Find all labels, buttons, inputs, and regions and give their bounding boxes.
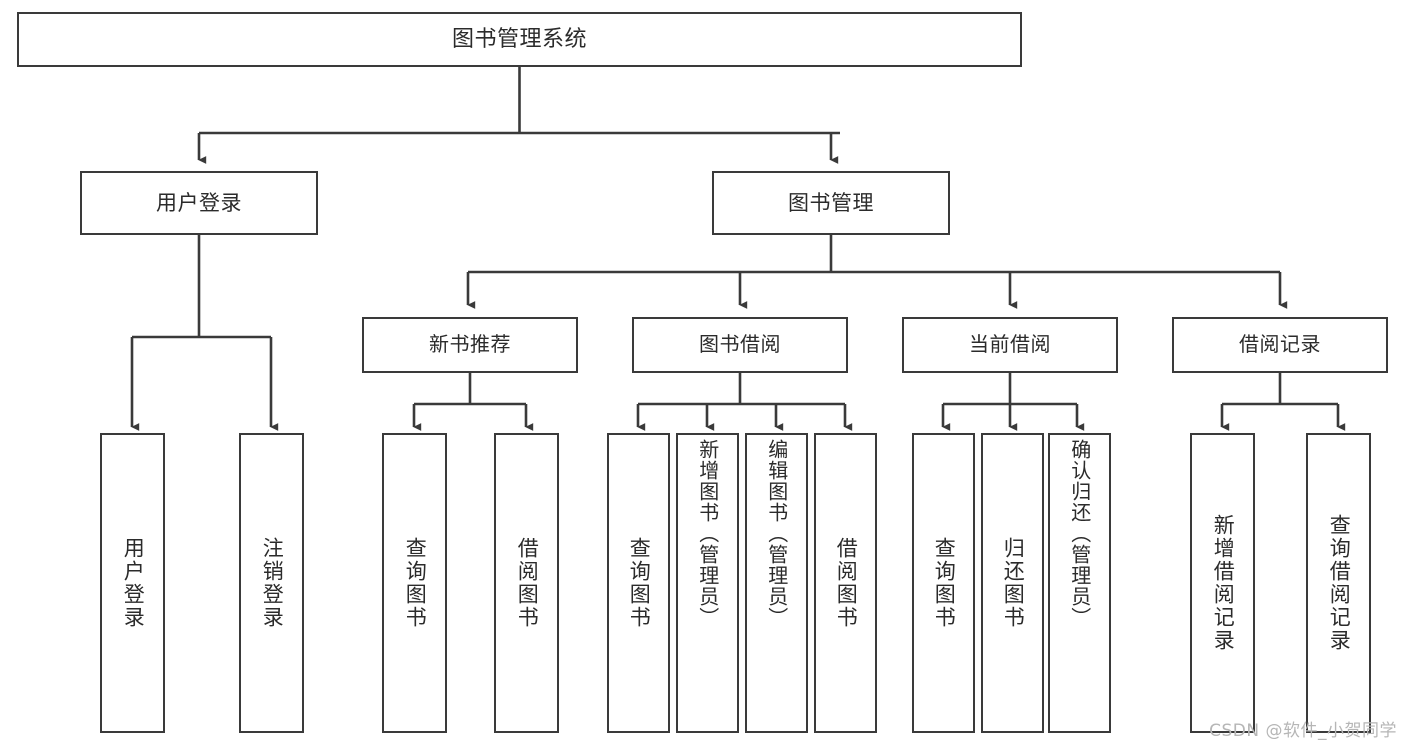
node-label: 查询图书	[932, 537, 957, 629]
csdn-watermark: CSDN @软件_小贺同学	[1209, 721, 1397, 741]
node-book-management[interactable]: 图书管理	[712, 171, 950, 235]
node-label: 借阅图书	[834, 537, 859, 629]
node-label: 查询图书	[627, 537, 652, 629]
leaf-query-book-borrow[interactable]: 查询图书	[607, 433, 670, 733]
leaf-confirm-return-admin[interactable]: 确认归还（管理员）	[1048, 433, 1111, 733]
leaf-add-book-admin[interactable]: 新增图书（管理员）	[676, 433, 739, 733]
node-book-borrow[interactable]: 图书借阅	[632, 317, 848, 373]
node-current-borrow[interactable]: 当前借阅	[902, 317, 1118, 373]
node-label: 注销登录	[260, 537, 285, 629]
node-label: 借阅图书	[515, 537, 540, 629]
leaf-logout[interactable]: 注销登录	[239, 433, 304, 733]
node-new-book-recommend[interactable]: 新书推荐	[362, 317, 578, 373]
node-label: 当前借阅	[969, 332, 1051, 357]
node-borrow-records[interactable]: 借阅记录	[1172, 317, 1388, 373]
node-label: 新增图书（管理员）	[695, 439, 720, 628]
leaf-borrow-book-recommend[interactable]: 借阅图书	[494, 433, 559, 733]
leaf-query-book-recommend[interactable]: 查询图书	[382, 433, 447, 733]
node-label: 新增借阅记录	[1211, 514, 1236, 652]
leaf-add-borrow-record[interactable]: 新增借阅记录	[1190, 433, 1255, 733]
leaf-query-book-current[interactable]: 查询图书	[912, 433, 975, 733]
node-label: 用户登录	[156, 190, 242, 215]
leaf-query-borrow-record[interactable]: 查询借阅记录	[1306, 433, 1371, 733]
node-root-system[interactable]: 图书管理系统	[17, 12, 1022, 67]
node-label: 图书管理	[788, 190, 874, 215]
node-label: 查询借阅记录	[1327, 514, 1352, 652]
node-label: 借阅记录	[1239, 332, 1321, 357]
leaf-edit-book-admin[interactable]: 编辑图书（管理员）	[745, 433, 808, 733]
leaf-user-login[interactable]: 用户登录	[100, 433, 165, 733]
node-label: 图书借阅	[699, 332, 781, 357]
node-label: 用户登录	[121, 537, 146, 629]
leaf-borrow-book[interactable]: 借阅图书	[814, 433, 877, 733]
node-label: 编辑图书（管理员）	[764, 439, 789, 628]
node-label: 图书管理系统	[451, 26, 587, 52]
node-user-login[interactable]: 用户登录	[80, 171, 318, 235]
leaf-return-book[interactable]: 归还图书	[981, 433, 1044, 733]
node-label: 查询图书	[403, 537, 428, 629]
node-label: 确认归还（管理员）	[1067, 439, 1092, 628]
node-label: 归还图书	[1001, 537, 1026, 629]
node-label: 新书推荐	[429, 332, 511, 357]
